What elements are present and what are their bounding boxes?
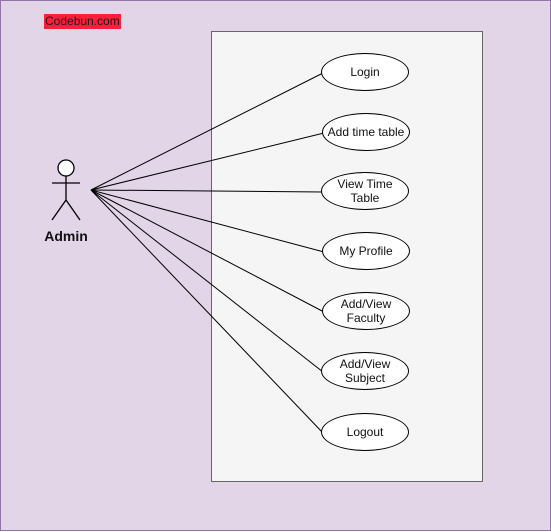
usecase-login[interactable]: Login xyxy=(321,53,409,91)
usecase-label: Add/View Subject xyxy=(339,357,391,385)
usecase-logout[interactable]: Logout xyxy=(321,413,409,451)
usecase-label: Login xyxy=(350,65,380,79)
association-lines xyxy=(90,72,325,434)
usecase-add-view-subject[interactable]: Add/View Subject xyxy=(321,352,409,390)
actor-left-leg xyxy=(51,199,67,221)
usecase-label: Logout xyxy=(346,425,384,439)
actor-head xyxy=(57,159,75,177)
usecase-add-time-table[interactable]: Add time table xyxy=(322,113,410,151)
actor-figure xyxy=(51,159,81,221)
usecase-add-view-faculty[interactable]: Add/View Faculty xyxy=(322,292,410,330)
association-line xyxy=(90,72,324,191)
usecase-label: Add/View Faculty xyxy=(340,297,392,325)
association-line xyxy=(90,189,324,373)
usecase-view-time-table[interactable]: View Time Table xyxy=(321,172,409,210)
usecase-label: My Profile xyxy=(339,244,393,258)
association-line xyxy=(90,132,325,191)
association-line xyxy=(90,189,324,434)
association-line xyxy=(90,189,325,313)
association-line xyxy=(90,189,325,253)
usecase-label: View Time Table xyxy=(337,177,393,205)
brand-label: Codebun.com xyxy=(44,14,121,29)
usecase-my-profile[interactable]: My Profile xyxy=(322,232,410,270)
association-line xyxy=(90,189,324,193)
actor-label: Admin xyxy=(44,228,88,244)
actor-right-leg xyxy=(65,199,81,221)
usecase-label: Add time table xyxy=(327,125,405,139)
